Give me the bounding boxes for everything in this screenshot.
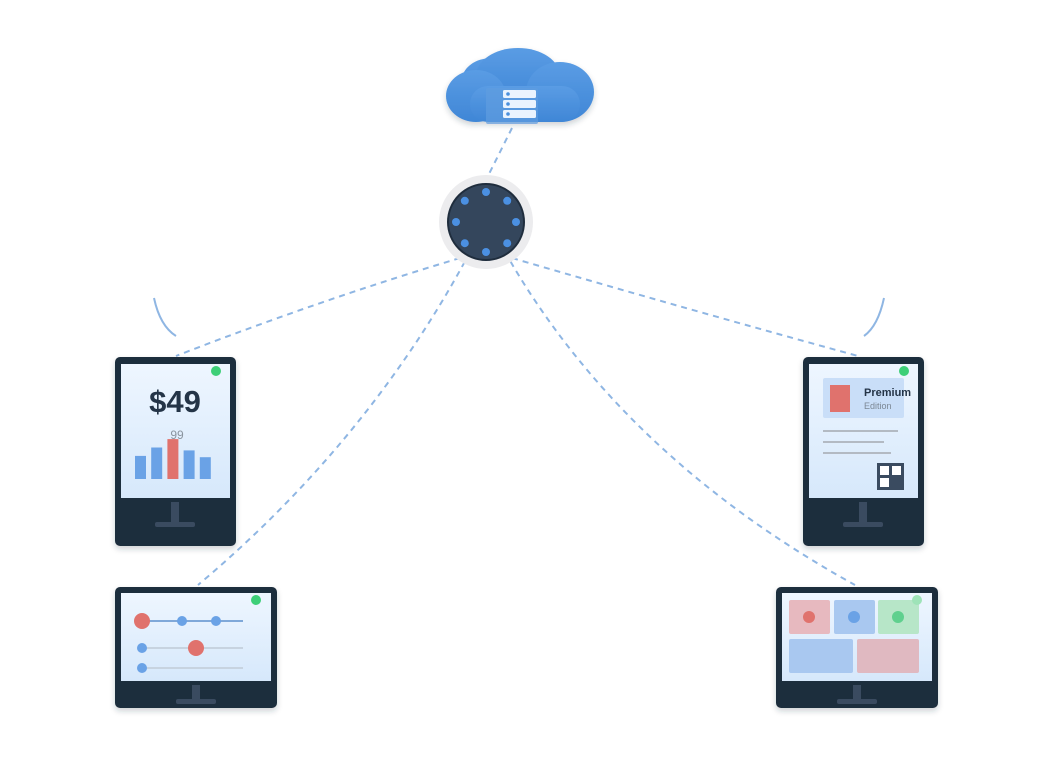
text-line bbox=[823, 430, 898, 432]
link-hub-slider-display bbox=[197, 251, 471, 586]
text-line bbox=[823, 452, 891, 454]
hub-node bbox=[482, 248, 490, 256]
tile-wide-red bbox=[857, 639, 919, 673]
link-hub-price-display bbox=[175, 257, 461, 357]
slider-stop bbox=[137, 643, 147, 653]
product-display: Premium Edition bbox=[803, 357, 924, 546]
connection-links bbox=[175, 127, 859, 586]
hub-node bbox=[460, 196, 469, 205]
server-stack-icon bbox=[486, 88, 538, 124]
slider-stop bbox=[177, 616, 187, 626]
network-hub-icon bbox=[439, 175, 533, 269]
display-stand-base bbox=[155, 522, 195, 527]
hub-node-ring bbox=[452, 188, 520, 256]
link-hub-tile-display bbox=[504, 251, 856, 586]
product-thumbnail-icon bbox=[830, 385, 850, 412]
link-cloud-hub bbox=[485, 127, 513, 181]
price-display: $49 99 bbox=[115, 357, 236, 546]
status-indicator-online bbox=[211, 366, 221, 376]
status-indicator-online bbox=[899, 366, 909, 376]
display-stand-base bbox=[843, 522, 883, 527]
display-stand-base bbox=[176, 699, 216, 704]
hub-node bbox=[512, 218, 520, 226]
hub-node bbox=[460, 239, 469, 248]
price-chart-bar bbox=[151, 447, 163, 479]
slider-display bbox=[115, 587, 277, 708]
price-chart-bar bbox=[135, 455, 146, 479]
link-hub-product-display bbox=[511, 257, 859, 357]
tile-dot bbox=[848, 611, 860, 623]
price-chart-bar bbox=[199, 457, 211, 479]
signal-arc-icon bbox=[153, 297, 177, 337]
hub-node bbox=[503, 239, 512, 248]
price-chart-bar bbox=[167, 439, 179, 479]
display-stand bbox=[192, 685, 200, 699]
hub-node bbox=[503, 196, 512, 205]
hub-node bbox=[452, 218, 460, 226]
slider-handle bbox=[188, 640, 204, 656]
slider-handle bbox=[134, 613, 150, 629]
qr-code-icon bbox=[877, 463, 904, 490]
product-subtitle: Edition bbox=[864, 401, 892, 411]
slider-stop bbox=[137, 663, 147, 673]
text-line bbox=[823, 441, 884, 443]
price-bar-chart bbox=[135, 439, 211, 479]
tile-wide-blue bbox=[789, 639, 853, 673]
price-label: $49 bbox=[149, 384, 201, 419]
display-stand bbox=[859, 502, 867, 522]
hub-node bbox=[482, 188, 490, 196]
price-chart-bar bbox=[183, 450, 195, 479]
signal-arc-icon bbox=[863, 297, 885, 337]
status-indicator-online bbox=[912, 595, 922, 605]
display-stand bbox=[171, 502, 179, 522]
tile-dot bbox=[892, 611, 904, 623]
tile-dot bbox=[803, 611, 815, 623]
tile-display bbox=[776, 587, 938, 708]
display-stand bbox=[853, 685, 861, 699]
display-stand-base bbox=[837, 699, 877, 704]
price-cents-label: 99 bbox=[170, 428, 184, 442]
status-indicator-online bbox=[251, 595, 261, 605]
slider-stop bbox=[211, 616, 221, 626]
product-title: Premium bbox=[864, 387, 911, 399]
